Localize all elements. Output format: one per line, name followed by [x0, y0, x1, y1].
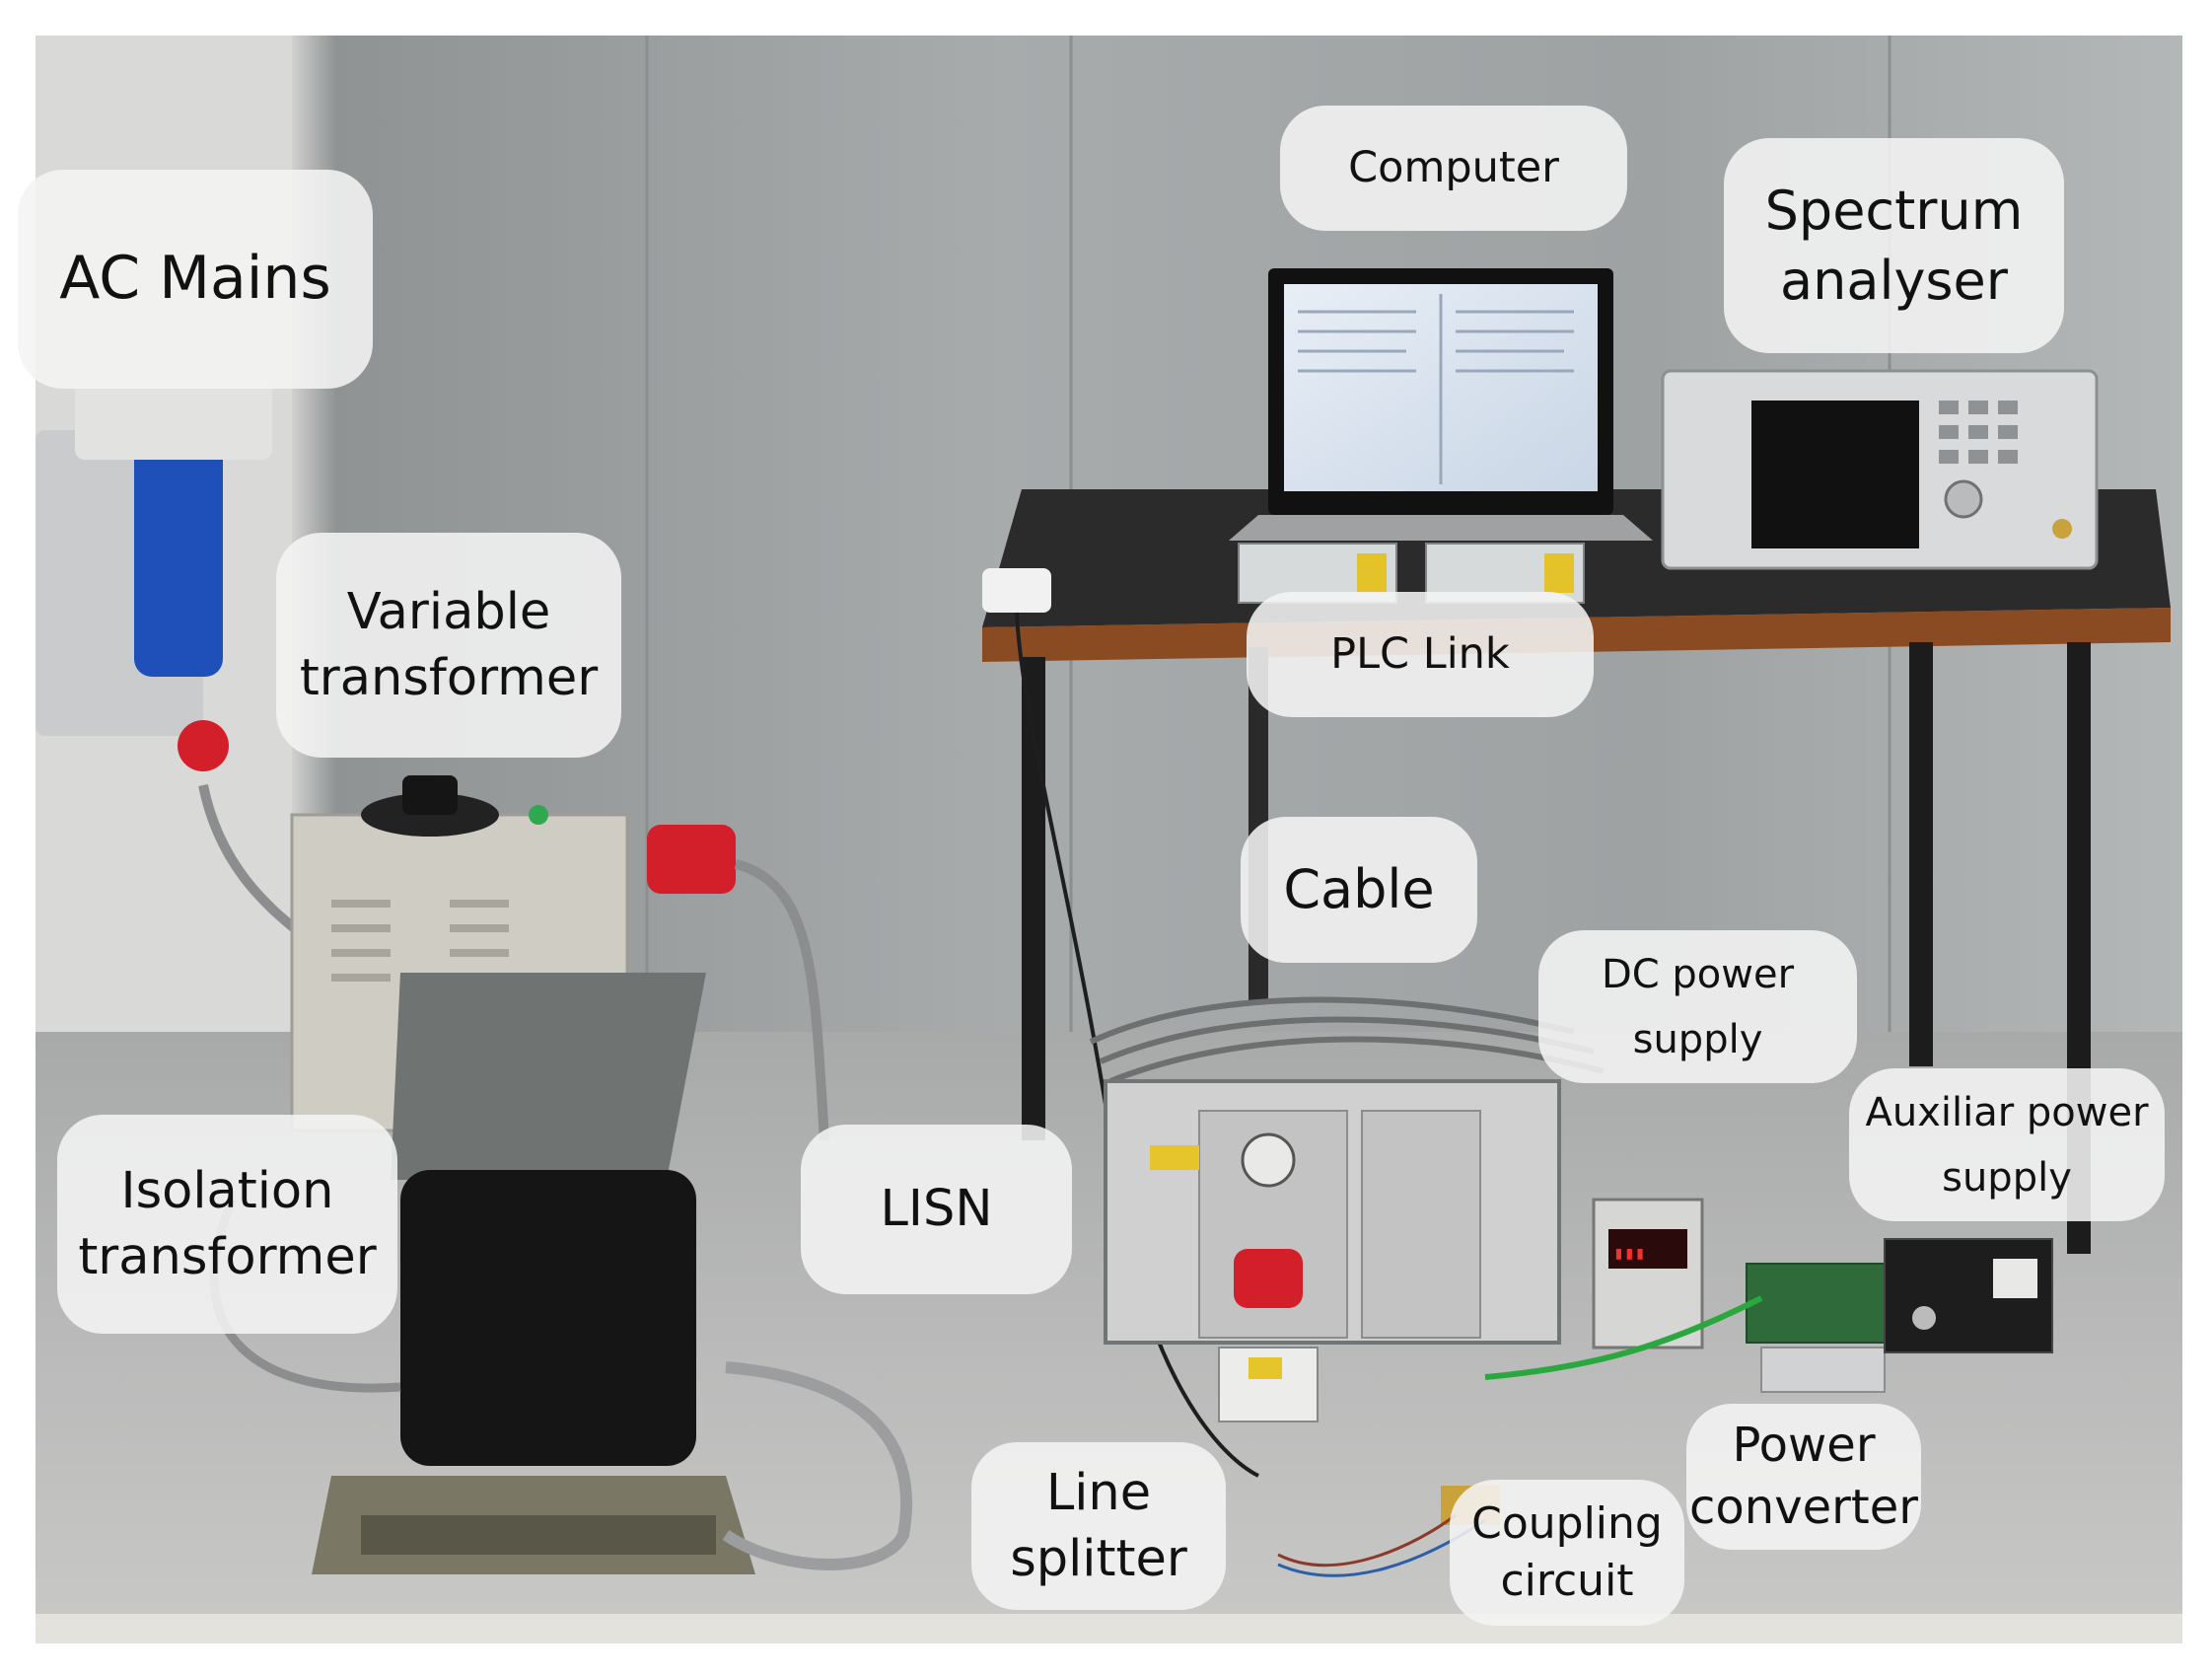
label-lisn: LISN	[801, 1125, 1072, 1294]
line-splitter-line-1: Line	[1045, 1463, 1152, 1522]
floor-edge	[36, 1614, 2182, 1643]
label-power-converter: Power converter	[1686, 1404, 1921, 1550]
variable-transformer-line-1: Variable	[346, 582, 551, 641]
lisn-unit	[1104, 1079, 1561, 1422]
dc-power-supply-unit: ▮▮▮	[1592, 1198, 1704, 1349]
cable-text: Cable	[1283, 858, 1435, 921]
cable-bundle	[1089, 996, 1605, 1084]
ac-mains-socket	[36, 381, 316, 947]
label-coupling-circuit: Coupling circuit	[1450, 1480, 1684, 1626]
label-cable: Cable	[1241, 817, 1477, 963]
label-variable-transformer: Variable transformer	[276, 533, 621, 758]
isolation-transformer-line-2: transformer	[78, 1228, 377, 1286]
label-plc-link: PLC Link	[1247, 592, 1594, 717]
dc-power-supply-line-2: supply	[1632, 1016, 1763, 1062]
computer-text: Computer	[1348, 143, 1559, 193]
laptop	[1229, 268, 1653, 541]
label-computer: Computer	[1280, 106, 1627, 231]
variable-transformer-line-2: transformer	[299, 649, 599, 707]
label-auxiliar-power-supply: Auxiliar power supply	[1849, 1068, 2165, 1221]
plc-link-text: PLC Link	[1330, 629, 1510, 680]
ac-mains-text: AC Mains	[59, 244, 331, 314]
spectrum-analyser-line-2: analyser	[1780, 250, 2008, 312]
coupling-circuit-line-1: Coupling	[1471, 1497, 1663, 1549]
spectrum-analyser	[1661, 369, 2099, 570]
auxiliar-power-supply-line-2: supply	[1942, 1154, 2072, 1201]
isolation-transformer	[209, 973, 913, 1574]
label-ac-mains: AC Mains	[18, 170, 373, 389]
lisn-text: LISN	[880, 1180, 993, 1239]
power-converter-board	[1484, 1263, 1886, 1393]
label-line-splitter: Line splitter	[971, 1442, 1226, 1610]
power-converter-line-2: converter	[1689, 1480, 1918, 1535]
auxiliar-power-supply-unit	[1884, 1238, 2053, 1353]
label-dc-power-supply: DC power supply	[1538, 930, 1857, 1083]
label-isolation-transformer: Isolation transformer	[57, 1115, 397, 1334]
spectrum-analyser-line-1: Spectrum	[1764, 179, 2024, 242]
dc-display-glyphs: ▮▮▮	[1613, 1243, 1646, 1264]
isolation-transformer-line-1: Isolation	[120, 1161, 334, 1220]
power-converter-line-1: Power	[1732, 1417, 1876, 1473]
label-spectrum-analyser: Spectrum analyser	[1724, 138, 2064, 353]
auxiliar-power-supply-line-1: Auxiliar power	[1865, 1089, 2149, 1135]
coupling-circuit-line-2: circuit	[1500, 1556, 1634, 1606]
dc-power-supply-line-1: DC power	[1601, 951, 1795, 997]
line-splitter-line-2: splitter	[1010, 1530, 1187, 1588]
